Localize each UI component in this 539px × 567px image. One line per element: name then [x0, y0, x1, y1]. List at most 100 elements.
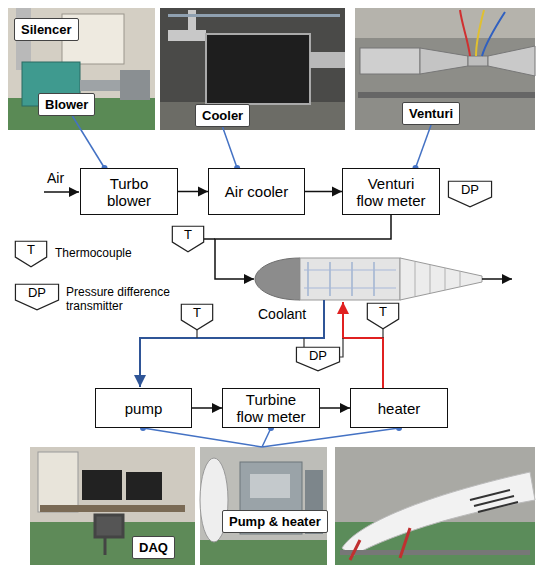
process-box: Venturi flow meter: [342, 168, 440, 215]
cooler-photo: [160, 8, 345, 130]
chair: [95, 515, 123, 555]
process-box: Turbo blower: [80, 168, 178, 215]
sensor-tap: [204, 238, 215, 240]
venturi-inlet: [360, 48, 420, 74]
tail-section: [400, 258, 482, 300]
monitor: [82, 470, 122, 500]
thermocouple-symbol: T: [181, 304, 213, 330]
coolant-hose: [350, 528, 410, 560]
flow-label: Air: [47, 170, 64, 187]
venturi-photo: [355, 8, 535, 130]
flow-arrow: [192, 407, 222, 409]
process-box: Turbine flow meter: [222, 388, 320, 428]
pentagon-shape: [15, 284, 58, 309]
heater-panel: [250, 474, 290, 498]
venturi-throat: [468, 56, 488, 66]
cable: [482, 12, 505, 56]
venturi-diffuser: [488, 46, 535, 76]
connector: [192, 408, 222, 409]
node-text: DAQ: [139, 540, 168, 555]
daq-photo: [30, 447, 195, 565]
cooler-pipe: [168, 30, 206, 41]
photo-wall: [30, 447, 195, 565]
process-box: pump: [95, 388, 192, 428]
pentagon-shape: [367, 303, 398, 328]
connector: [223, 127, 241, 171]
node-text: T: [184, 228, 192, 242]
photo-label: Venturi: [402, 102, 460, 125]
node-text: Cooler: [202, 108, 243, 123]
dp-symbol: DP: [448, 181, 492, 207]
sensor-tap: [340, 338, 343, 357]
internal-structure: [304, 270, 396, 288]
monitor: [126, 472, 162, 500]
frame-bar: [168, 14, 340, 17]
node-text: Turbo blower: [91, 175, 167, 209]
pentagon-shape: [172, 226, 203, 251]
dp-symbol: DP: [296, 347, 340, 371]
blower-photo: [8, 8, 155, 130]
node-text: T: [379, 305, 387, 319]
photo-label: Blower: [38, 93, 95, 116]
photo-label: Cooler: [195, 104, 250, 127]
connector: [72, 116, 107, 171]
photo-label: Silencer: [14, 18, 79, 41]
photo-background: [200, 447, 327, 565]
thermocouple-symbol: T: [15, 241, 47, 267]
connector: [320, 408, 350, 409]
test-body-photo: [335, 447, 535, 565]
node-text: Air cooler: [225, 183, 288, 200]
flow-label: Coolant: [258, 306, 306, 323]
nose-cone: [255, 258, 300, 300]
photo-window: [38, 452, 78, 512]
test-body: [255, 258, 482, 300]
cooler-pipe: [310, 52, 345, 68]
flow-arrow: [305, 191, 342, 193]
thermocouple-symbol: T: [367, 303, 399, 329]
pentagon-shape: [448, 181, 491, 206]
photo-ceiling: [355, 8, 535, 38]
blower-flange: [120, 70, 150, 100]
coolant-return-line: [140, 300, 324, 387]
desk: [40, 505, 185, 512]
photo-wall: [8, 8, 155, 130]
node-text: Venturi flow meter: [353, 175, 429, 209]
node-text: T: [193, 306, 201, 320]
photo-floor: [200, 540, 327, 565]
thermocouple-symbol: T: [172, 226, 204, 252]
air-path: [215, 215, 391, 279]
connector: [305, 191, 342, 192]
air-inlet-arrow: [44, 191, 79, 193]
photo-background: [160, 8, 345, 130]
process-box: heater: [350, 388, 448, 428]
frame-bar: [340, 550, 530, 555]
node-text: DP: [28, 286, 46, 300]
node-text: T: [27, 243, 35, 257]
missile-vents: [470, 490, 518, 512]
frame-bar: [358, 92, 535, 98]
missile-photo-body: [342, 472, 535, 556]
flow-arrow: [178, 191, 208, 193]
internal-structure: [308, 262, 374, 296]
photo-label: Pump & heater: [222, 510, 328, 533]
node-text: pump: [125, 400, 163, 417]
process-box: Air cooler: [208, 168, 305, 215]
leader-line: [416, 125, 432, 168]
node-text: Pump & heater: [229, 514, 321, 529]
leader-line: [72, 116, 104, 168]
node-text: DP: [461, 183, 479, 197]
pentagon-shape: [15, 241, 46, 266]
flow-arrow: [320, 407, 350, 409]
node-text: Blower: [45, 97, 88, 112]
venturi-cone: [420, 48, 468, 74]
photo-label: DAQ: [132, 536, 175, 559]
tail-ribs: [415, 262, 460, 296]
leader-line: [223, 127, 238, 168]
legend-text: Pressure difference transmitter: [66, 285, 191, 314]
cable: [476, 10, 484, 56]
node-text: heater: [378, 400, 421, 417]
sensor-tap: [382, 329, 383, 338]
pump-heater-photo: [200, 447, 327, 565]
dp-symbol: DP: [15, 284, 59, 310]
